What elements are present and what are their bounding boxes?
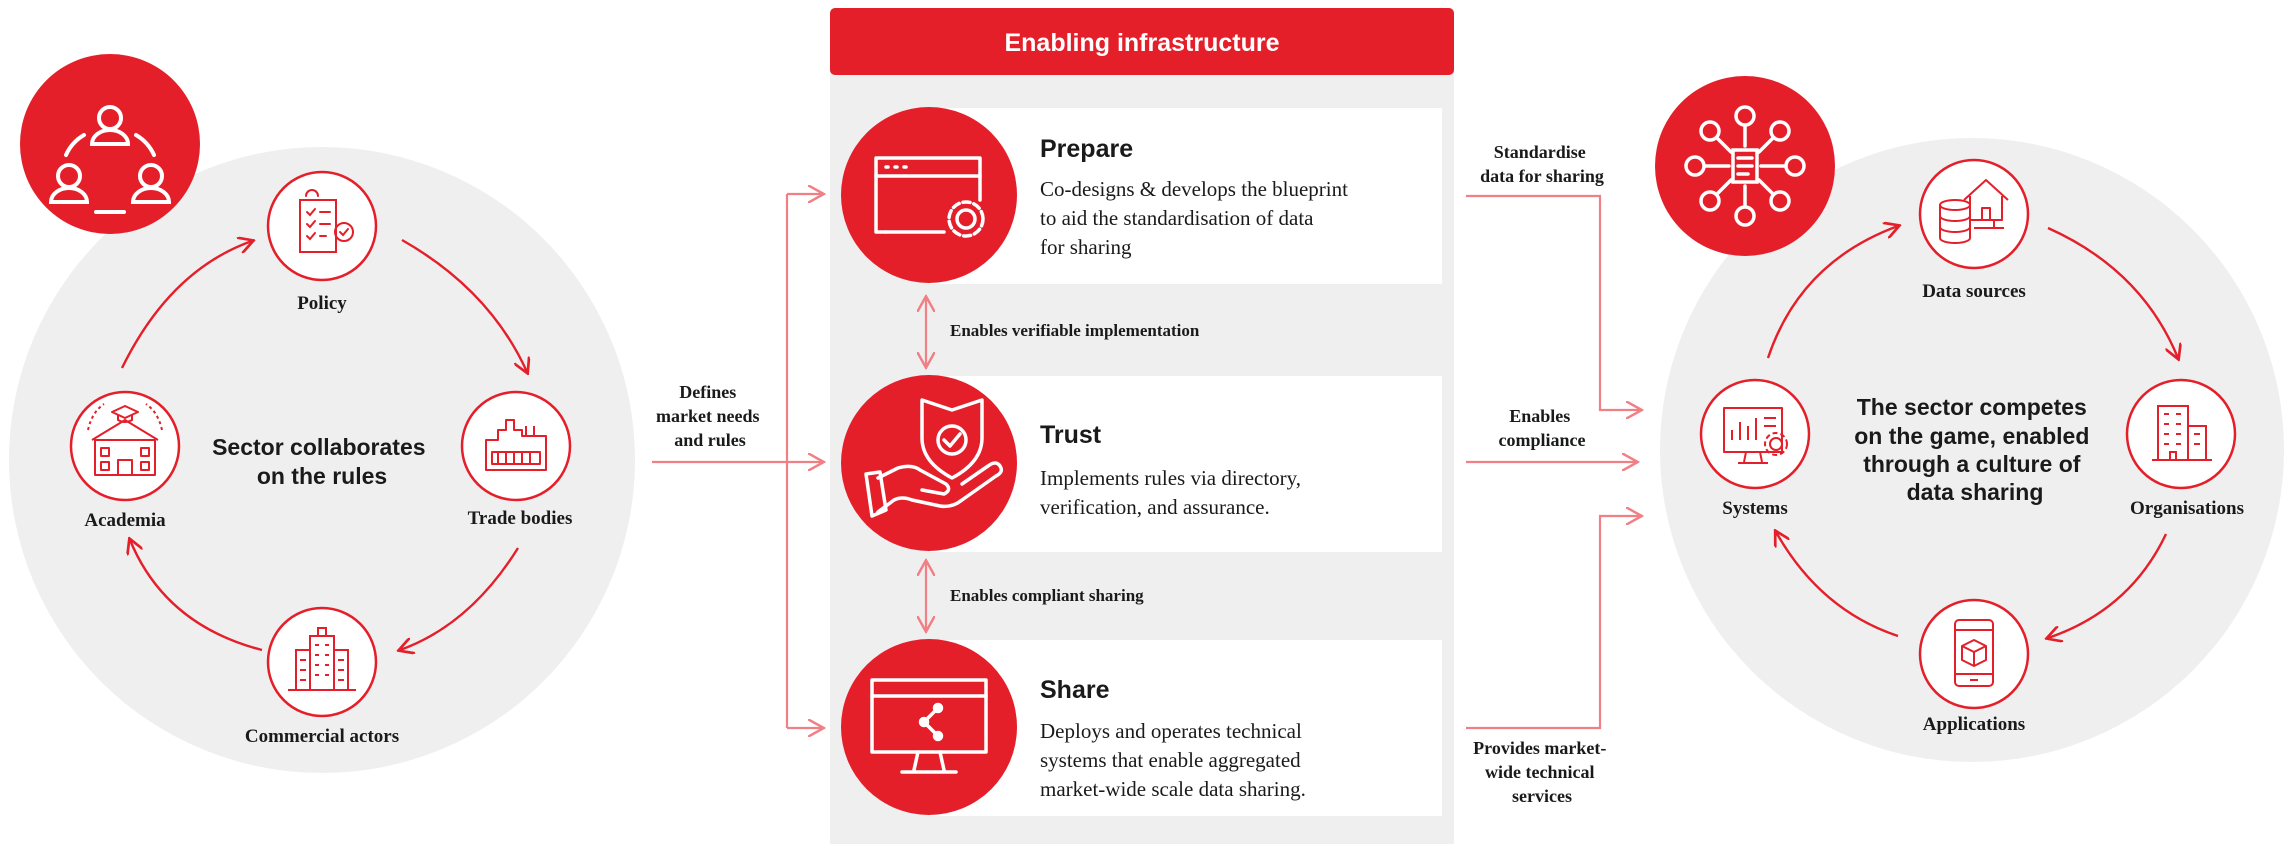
left-center-line-2: on the rules bbox=[257, 463, 387, 489]
label-policy: Policy bbox=[297, 293, 347, 314]
output-arrow-standardise bbox=[1466, 194, 1640, 410]
label-systems: Systems bbox=[1722, 498, 1787, 519]
office-building-icon bbox=[288, 627, 356, 691]
left-center-text: Sector collaborates on the rules bbox=[212, 434, 432, 489]
output-connectors bbox=[1466, 194, 1640, 730]
card-prepare-body-line-3: for sharing bbox=[1040, 235, 1132, 259]
data-network-icon bbox=[1655, 76, 1835, 256]
link-prepare-trust-label: Enables verifiable implementation bbox=[950, 321, 1200, 340]
input-label-line-2: market needs bbox=[656, 406, 759, 426]
label-commercial-actors: Commercial actors bbox=[245, 726, 399, 747]
arrow-policy-to-trade-bodies bbox=[401, 238, 527, 372]
tower-building-icon bbox=[2152, 405, 2212, 461]
card-share-title: Share bbox=[1040, 676, 1110, 704]
input-connectors bbox=[652, 194, 822, 728]
card-share-body-line-3: market-wide scale data sharing. bbox=[1040, 777, 1306, 801]
arrow-organisations-to-applications bbox=[2048, 533, 2168, 638]
card-trust-body-line-1: Implements rules via directory, bbox=[1040, 466, 1301, 490]
right-center-line-4: data sharing bbox=[1907, 479, 2044, 505]
input-label-line-1: Defines bbox=[679, 382, 736, 402]
database-house-icon bbox=[1939, 179, 2009, 244]
card-prepare: Prepare Co-designs & develops the bluepr… bbox=[841, 107, 1442, 284]
card-share-body-line-2: systems that enable aggregated bbox=[1040, 748, 1301, 772]
node-data-sources: Data sources bbox=[1918, 158, 2030, 302]
label-data-sources: Data sources bbox=[1922, 281, 2026, 302]
right-background-circle bbox=[1660, 138, 2284, 762]
center-header-bar bbox=[830, 8, 1454, 75]
card-share-body-line-1: Deploys and operates technical bbox=[1040, 719, 1302, 743]
node-policy: Policy bbox=[266, 170, 378, 314]
hand-shield-icon bbox=[864, 398, 1004, 518]
arrow-trade-bodies-to-commercial bbox=[400, 547, 520, 650]
left-background-circle bbox=[9, 147, 635, 773]
output-label-compliance-line-1: Enables bbox=[1509, 406, 1570, 426]
people-group-icon bbox=[20, 54, 200, 234]
left-cluster: Sector collaborates on the rules Policy bbox=[9, 54, 635, 773]
arrow-applications-to-systems bbox=[1776, 532, 1899, 638]
right-center-text: The sector competes on the game, enabled… bbox=[1854, 394, 2096, 505]
output-label-services-line-2: wide technical bbox=[1485, 762, 1595, 782]
output-label-services: Provides market- wide technical services bbox=[1473, 738, 1611, 806]
right-center-line-3: through a culture of bbox=[1863, 451, 2081, 477]
node-commercial-actors: Commercial actors bbox=[245, 606, 399, 747]
node-applications: Applications bbox=[1918, 598, 2030, 735]
card-trust-body-line-2: verification, and assurance. bbox=[1040, 495, 1270, 519]
link-trust-share-label: Enables compliant sharing bbox=[950, 586, 1144, 605]
right-center-line-2: on the game, enabled bbox=[1854, 423, 2089, 449]
card-prepare-body-line-2: to aid the standardisation of data bbox=[1040, 206, 1314, 230]
output-label-compliance: Enables compliance bbox=[1499, 406, 1586, 450]
dashboard-gear-icon bbox=[1723, 407, 1788, 464]
right-center-line-1: The sector competes bbox=[1857, 394, 2087, 420]
arrow-academia-to-policy bbox=[120, 241, 252, 369]
factory-icon bbox=[485, 419, 547, 471]
card-share: Share Deploys and operates technical sys… bbox=[841, 639, 1442, 816]
node-trade-bodies: Trade bodies bbox=[460, 390, 573, 529]
output-label-standardise-line-1: Standardise bbox=[1494, 142, 1586, 162]
arrow-data-sources-to-organisations bbox=[2047, 226, 2178, 358]
arrow-commercial-to-academia bbox=[130, 540, 263, 652]
output-label-standardise: Standardise data for sharing bbox=[1480, 142, 1604, 186]
card-trust-body: Implements rules via directory, verifica… bbox=[1040, 466, 1306, 519]
center-header-title: Enabling infrastructure bbox=[1004, 29, 1279, 57]
mobile-app-icon bbox=[1954, 619, 1994, 687]
card-prepare-title: Prepare bbox=[1040, 135, 1133, 163]
output-label-services-line-1: Provides market- bbox=[1473, 738, 1606, 758]
label-trade-bodies: Trade bodies bbox=[468, 508, 573, 529]
output-label-compliance-line-2: compliance bbox=[1499, 430, 1586, 450]
card-trust: Trust Implements rules via directory, ve… bbox=[841, 375, 1442, 552]
center-panel: Enabling infrastructure Prepare Co-desig… bbox=[830, 8, 1454, 844]
card-trust-title: Trust bbox=[1040, 421, 1102, 449]
output-label-services-line-3: services bbox=[1512, 786, 1572, 806]
node-organisations: Organisations bbox=[2125, 378, 2244, 519]
output-arrow-services bbox=[1466, 516, 1640, 730]
right-cluster: The sector competes on the game, enabled… bbox=[1655, 76, 2284, 762]
right-cycle-arrows bbox=[1766, 226, 2178, 638]
left-center-line-1: Sector collaborates bbox=[212, 434, 425, 460]
output-label-standardise-line-2: data for sharing bbox=[1480, 166, 1604, 186]
label-applications: Applications bbox=[1923, 714, 2025, 735]
node-academia: Academia bbox=[69, 390, 181, 531]
card-prepare-body-line-1: Co-designs & develops the blueprint bbox=[1040, 177, 1348, 201]
monitor-share-icon bbox=[870, 678, 988, 774]
input-label-line-3: and rules bbox=[674, 430, 746, 450]
label-organisations: Organisations bbox=[2130, 498, 2244, 519]
academia-building-icon bbox=[87, 403, 163, 476]
browser-gear-icon bbox=[874, 156, 985, 238]
arrow-systems-to-data-sources bbox=[1766, 226, 1898, 359]
node-systems: Systems bbox=[1699, 378, 1811, 519]
label-academia: Academia bbox=[84, 510, 166, 531]
policy-document-icon bbox=[299, 189, 354, 253]
card-prepare-body: Co-designs & develops the blueprint to a… bbox=[1040, 177, 1353, 259]
input-label: Defines market needs and rules bbox=[656, 382, 764, 450]
left-cycle-arrows bbox=[120, 238, 527, 652]
card-share-body: Deploys and operates technical systems t… bbox=[1040, 719, 1307, 801]
